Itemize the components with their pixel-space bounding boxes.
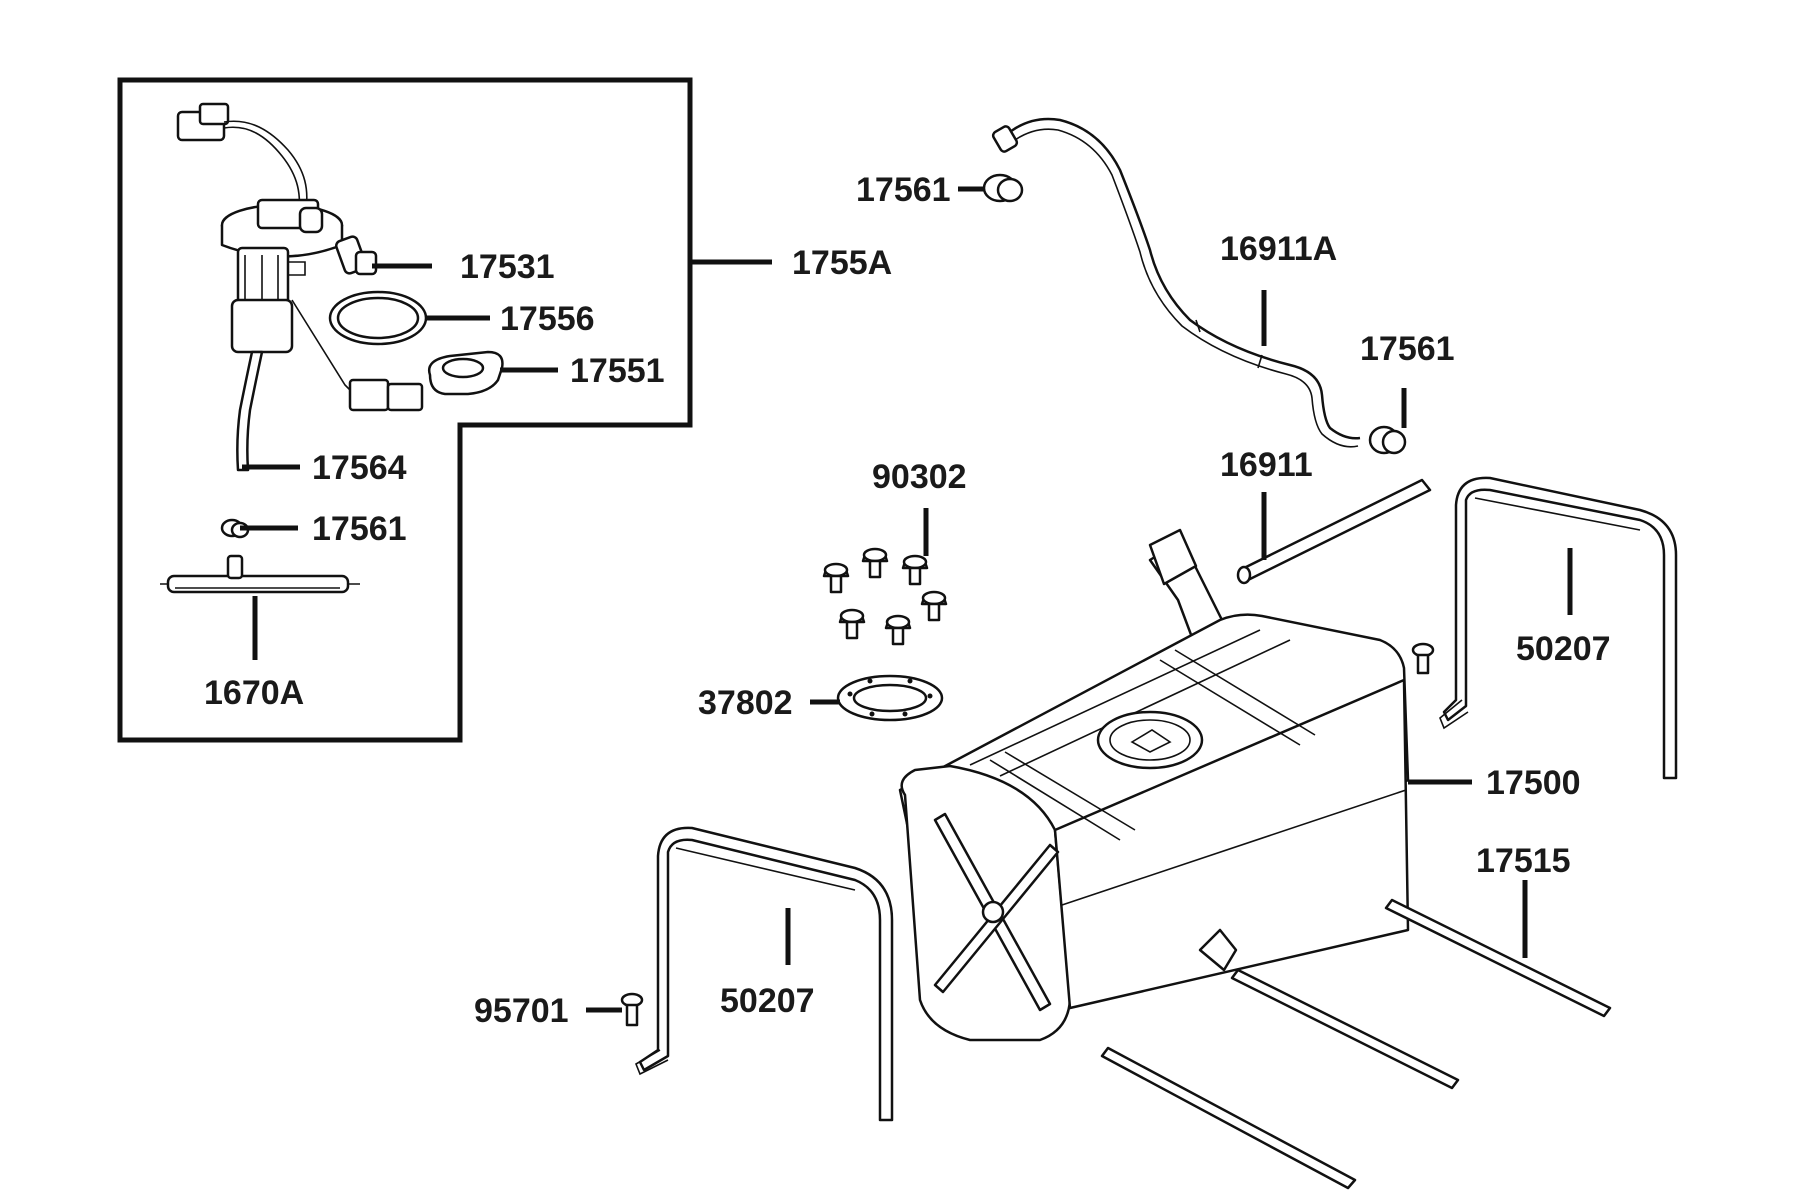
bolt-small-right (1411, 642, 1435, 675)
label-90302: 90302 (872, 458, 967, 496)
clamp-17561-top (982, 173, 1024, 203)
label-17556: 17556 (500, 300, 595, 338)
gasket-37802 (836, 674, 944, 722)
label-17561-right: 17561 (1360, 330, 1455, 368)
label-17561-top: 17561 (856, 171, 951, 209)
label-17561-inbox: 17561 (312, 510, 407, 548)
hose-17564 (236, 350, 264, 472)
pads-17515 (1100, 898, 1612, 1190)
strap-50207-left (635, 826, 894, 1122)
label-17515: 17515 (1476, 842, 1571, 880)
fuel-filter-1670A (160, 554, 360, 594)
fuel-tank-17500 (898, 528, 1410, 1042)
fitting-17531 (335, 235, 378, 276)
label-17500: 17500 (1486, 764, 1581, 802)
label-50207-right: 50207 (1516, 630, 1611, 668)
label-95701: 95701 (474, 992, 569, 1030)
bolts-90302 (822, 547, 948, 646)
label-1755A: 1755A (792, 244, 892, 282)
lock-ring-17551 (427, 350, 504, 396)
label-17564: 17564 (312, 449, 407, 487)
label-1670A: 1670A (204, 674, 304, 712)
clamp-17561-right (1368, 425, 1407, 455)
leader-lines (240, 186, 1573, 1013)
strap-50207-right (1439, 476, 1678, 780)
hose-16911A (991, 117, 1361, 448)
electrical-connector (176, 102, 308, 219)
label-50207-left: 50207 (720, 982, 815, 1020)
label-17531: 17531 (460, 248, 555, 286)
label-16911: 16911 (1220, 446, 1313, 484)
fuel-pump-module (220, 198, 424, 412)
bolt-95701 (620, 992, 644, 1027)
part-labels: 1755A 17531 17556 17551 17564 17561 1670… (204, 171, 1611, 1030)
tube-16911 (1236, 478, 1432, 585)
label-17551: 17551 (570, 352, 665, 390)
fuel-pump-assembly-box (117, 77, 693, 743)
label-16911A: 16911A (1220, 230, 1337, 268)
seal-ring-17556 (328, 290, 428, 346)
label-37802: 37802 (698, 684, 793, 722)
